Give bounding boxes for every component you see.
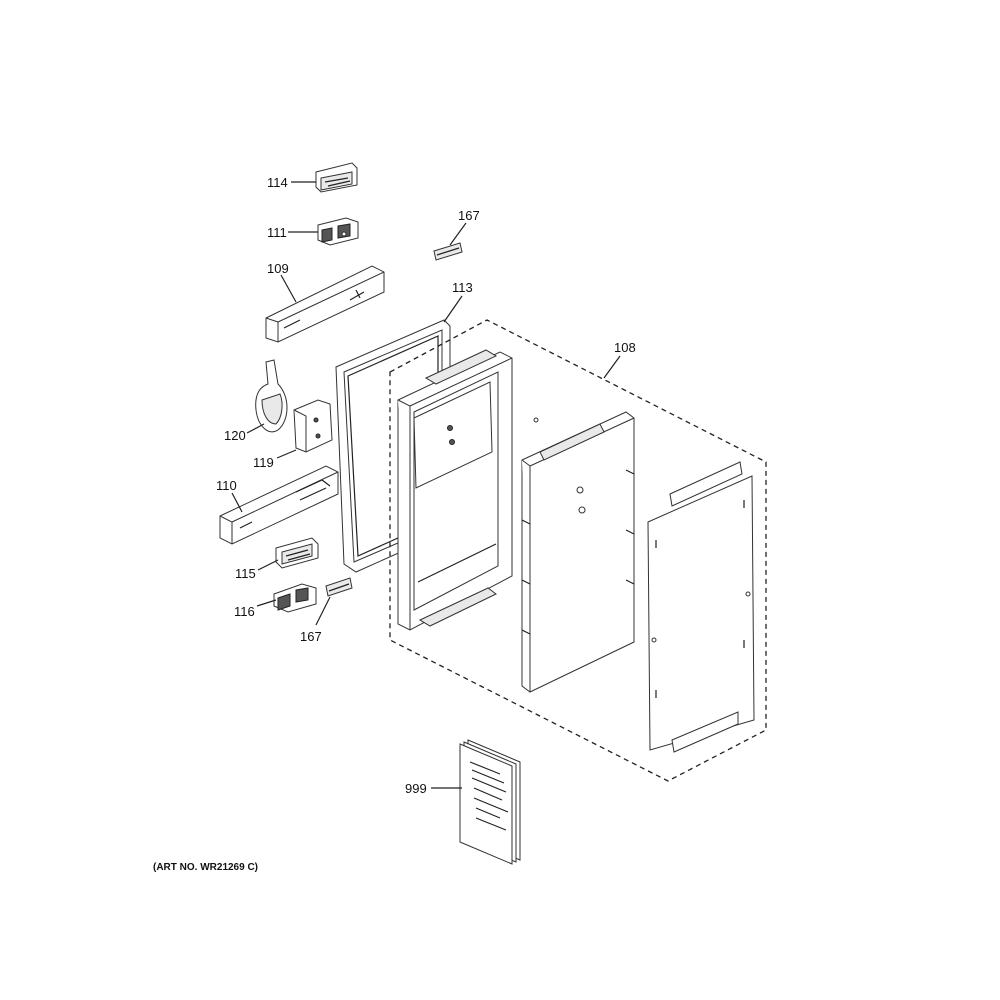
part-115	[275, 537, 319, 569]
part-999-manual	[459, 739, 521, 865]
part-119-cover	[293, 399, 333, 453]
callout-999: 999	[405, 781, 427, 796]
assembly-108-boundary	[389, 319, 767, 782]
callout-167-bottom: 167	[300, 629, 322, 644]
leader-116	[256, 599, 277, 607]
part-120-scoop	[255, 359, 288, 433]
callout-116: 116	[234, 604, 255, 619]
leader-110	[231, 492, 243, 513]
leader-167-bottom	[315, 596, 331, 626]
callout-114: 114	[267, 175, 288, 190]
part-167-bottom	[325, 577, 353, 597]
leader-115	[257, 559, 279, 571]
part-114	[315, 162, 358, 193]
callout-111: 111	[267, 225, 287, 240]
part-inner-panel	[521, 411, 635, 693]
leader-119	[276, 449, 297, 459]
callout-108: 108	[614, 340, 636, 355]
part-door-frame	[397, 349, 513, 631]
callout-113: 113	[452, 280, 473, 295]
callout-115: 115	[235, 566, 256, 581]
callout-109: 109	[267, 261, 289, 276]
part-110	[219, 465, 339, 545]
part-111	[317, 217, 359, 246]
leader-108	[603, 355, 621, 379]
callout-110: 110	[216, 478, 237, 493]
callout-119: 119	[253, 455, 274, 470]
leader-109	[280, 274, 297, 303]
part-116	[273, 583, 317, 613]
part-167-top	[433, 242, 463, 261]
callout-120: 120	[224, 428, 246, 443]
leader-167-top	[449, 222, 467, 246]
leader-113	[443, 295, 463, 323]
leader-120	[246, 423, 265, 434]
part-back-panel	[647, 461, 755, 753]
part-109	[265, 265, 385, 343]
art-number: (ART NO. WR21269 C)	[153, 862, 258, 873]
callout-167-top: 167	[458, 208, 480, 223]
